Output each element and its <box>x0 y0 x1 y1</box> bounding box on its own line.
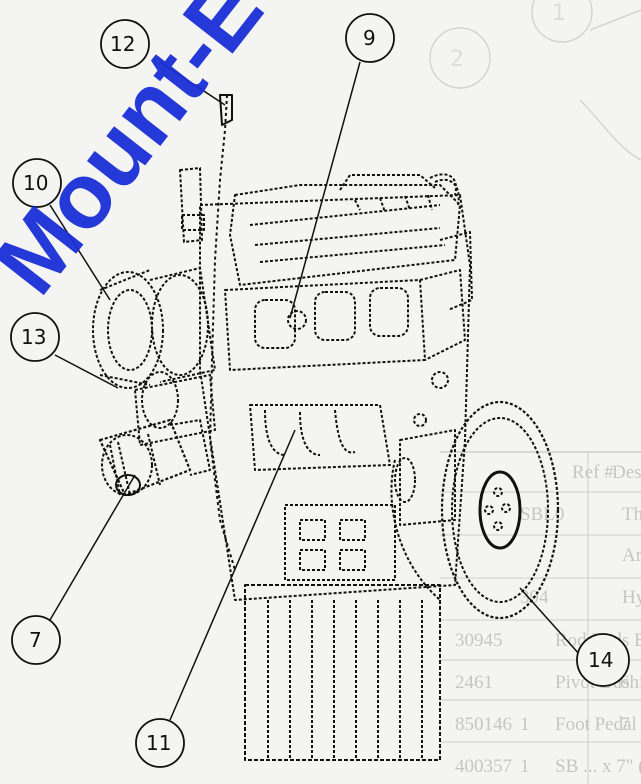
callout-9: 9 <box>345 13 395 63</box>
callout-13-label: 13 <box>21 325 46 349</box>
table-cell-desc: SB ... x 7" (Bel <box>555 756 641 777</box>
callout-11-label: 11 <box>146 731 171 755</box>
table-cell-ref: 7 <box>620 714 630 735</box>
table-cell-desc: Arm <box>622 545 641 566</box>
callout-14: 14 <box>576 633 630 687</box>
table-cell-part: 30945 <box>455 630 503 651</box>
table-cell-desc: Foot Pedal <box>555 714 637 735</box>
leader-lines <box>49 61 581 721</box>
callouts: 12 9 10 13 7 14 11 <box>10 13 630 768</box>
callout-13: 13 <box>10 312 60 362</box>
table-cell-ref: 6 <box>620 672 630 693</box>
callout-12-label: 12 <box>110 32 135 56</box>
engine-illustration <box>92 94 560 761</box>
ghost-callout-label: 2 <box>450 47 464 72</box>
callout-9-label: 9 <box>363 26 376 50</box>
callout-12: 12 <box>100 19 150 69</box>
table-cell-part: 400357 <box>455 756 512 777</box>
watermark: Mount-Equ <box>0 0 351 312</box>
table-cell-desc: Hydrostatic Cable <box>622 587 641 608</box>
callout-7-label: 7 <box>29 628 42 652</box>
callout-10-label: 10 <box>23 171 48 195</box>
watermark-text: Mount-Equ <box>0 0 351 312</box>
callout-14-label: 14 <box>588 648 613 672</box>
ghost-callouts: 1 2 <box>429 0 641 161</box>
table-header-ref: Ref # <box>572 462 614 483</box>
table-cell-part: SBL0 <box>520 504 564 525</box>
table-cell-part: 850146 <box>455 714 512 735</box>
table-cell-qty: 1 <box>520 756 530 777</box>
table-header-description: Description <box>612 462 641 483</box>
table-cell-desc: Throttle Linkage <box>622 504 641 525</box>
callout-7: 7 <box>11 615 61 665</box>
callout-10: 10 <box>12 158 62 208</box>
table-cell-part: 2461 <box>455 672 493 693</box>
callout-11: 11 <box>135 718 185 768</box>
table-cell-qty: 1 <box>520 714 530 735</box>
ghost-callout-label: 1 <box>552 1 566 26</box>
background-table: Ref # Description Throttle Linkage Arm H… <box>440 451 641 784</box>
